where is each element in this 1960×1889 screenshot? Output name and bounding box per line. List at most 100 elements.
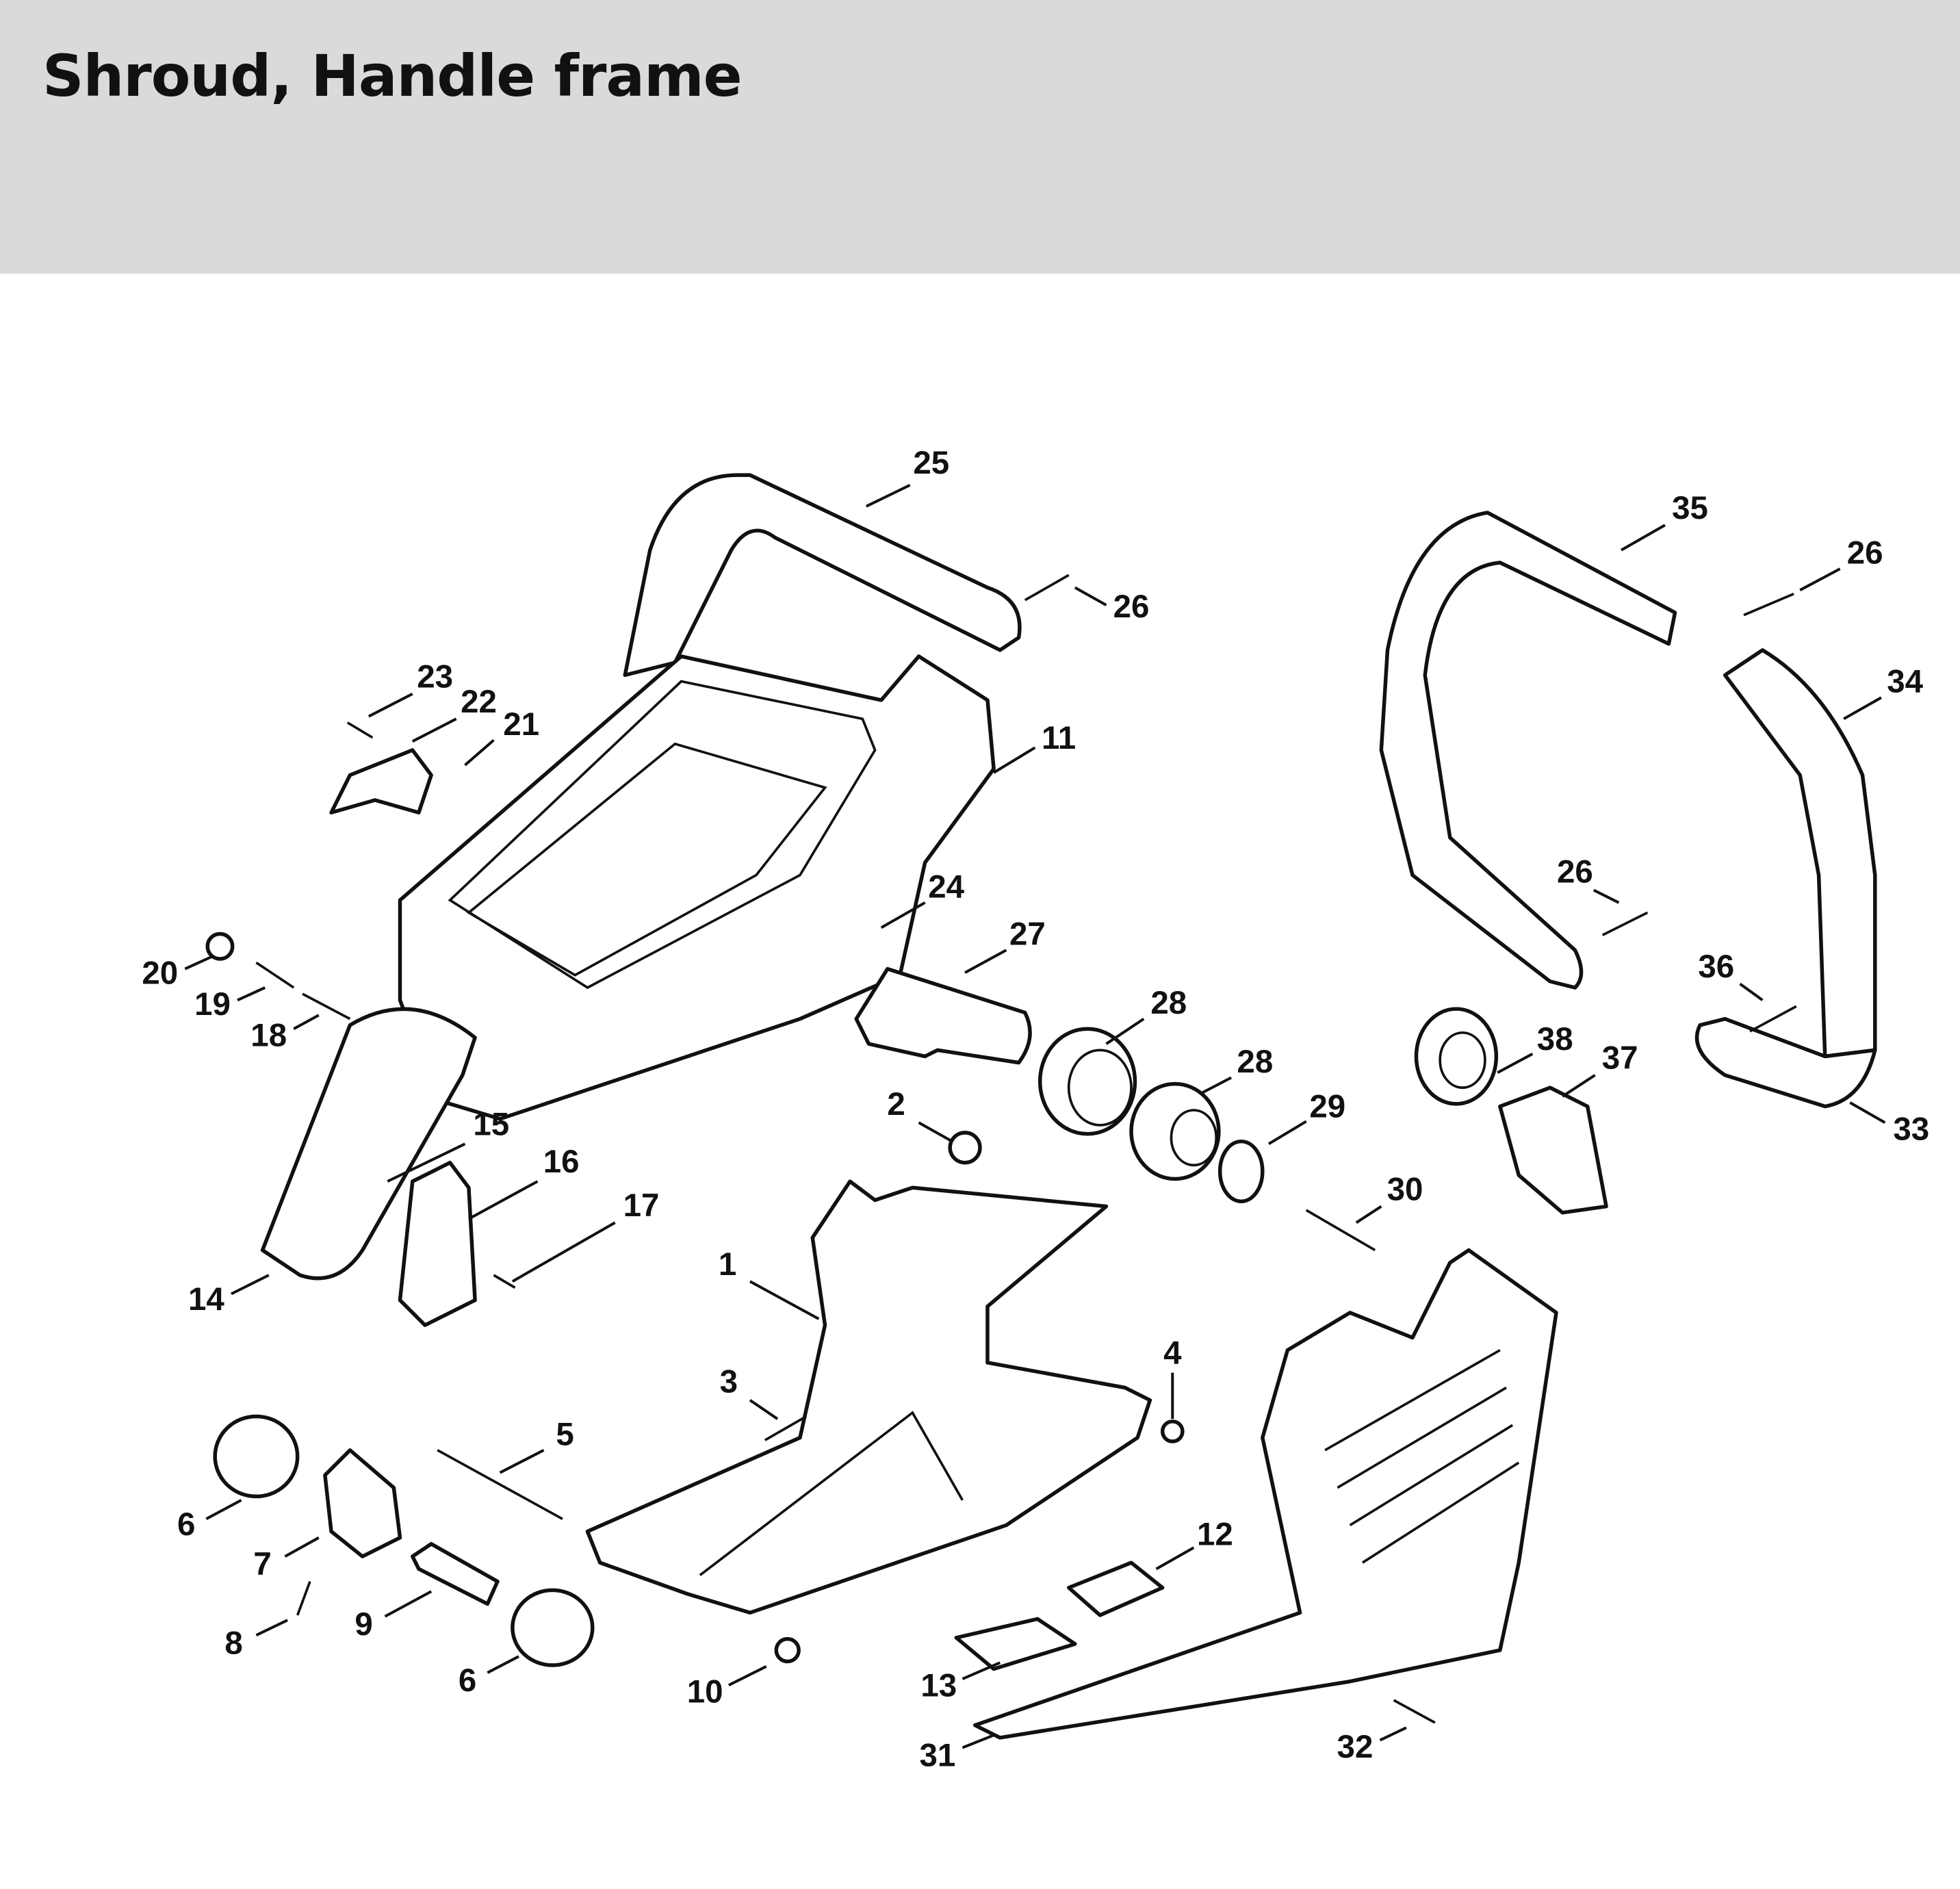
callout-34[interactable]: 34 <box>1887 664 1923 700</box>
callout-4[interactable]: 4 <box>1163 1335 1182 1372</box>
screw-18 <box>302 992 351 1020</box>
leader-line <box>184 955 214 971</box>
callout-18[interactable]: 18 <box>250 1018 287 1054</box>
spring-19 <box>255 961 295 989</box>
screw-26c <box>1601 911 1649 936</box>
callout-37[interactable]: 37 <box>1602 1040 1638 1077</box>
callout-21[interactable]: 21 <box>503 706 539 743</box>
callout-27[interactable]: 27 <box>1009 916 1046 953</box>
callout-10[interactable]: 10 <box>687 1674 723 1710</box>
callout-11[interactable]: 11 <box>1042 720 1076 756</box>
leader-line <box>1739 982 1764 1001</box>
callout-1[interactable]: 1 <box>719 1246 736 1283</box>
leader-line <box>962 1661 1001 1680</box>
shroud-31 <box>972 1248 1558 1740</box>
screw-26a <box>1024 574 1070 602</box>
leader-line <box>1199 1076 1233 1096</box>
leader-line <box>205 1499 242 1521</box>
callout-15[interactable]: 15 <box>473 1106 509 1142</box>
header-bar: Shroud, Handle frame <box>0 0 1960 274</box>
leader-line <box>865 483 911 508</box>
callout-28[interactable]: 28 <box>1150 985 1187 1021</box>
callout-29[interactable]: 29 <box>1309 1089 1345 1125</box>
leader-line <box>411 717 457 743</box>
leader-line <box>1849 1101 1886 1125</box>
leader-line <box>1621 524 1666 552</box>
screw-32 <box>1393 1699 1436 1724</box>
leader-line <box>1799 567 1841 591</box>
callout-24[interactable]: 24 <box>928 869 964 905</box>
leader-line <box>1562 1074 1596 1098</box>
callout-26[interactable]: 26 <box>1557 853 1593 890</box>
leader-line <box>1105 1018 1145 1045</box>
bracket-37 <box>1498 1085 1608 1215</box>
callout-30[interactable]: 30 <box>1387 1171 1423 1207</box>
callout-2[interactable]: 2 <box>887 1086 905 1122</box>
callout-28[interactable]: 28 <box>1237 1044 1273 1080</box>
leader-line <box>255 1619 288 1636</box>
callout-6[interactable]: 6 <box>177 1506 195 1543</box>
callout-26[interactable]: 26 <box>1113 589 1150 625</box>
pin-5 <box>437 1449 563 1520</box>
leader-line <box>237 986 266 1002</box>
leader-line <box>464 738 495 767</box>
page-title: Shroud, Handle frame <box>42 42 743 110</box>
callout-5[interactable]: 5 <box>556 1416 573 1452</box>
sleeve-27 <box>854 966 1032 1065</box>
callout-13[interactable]: 13 <box>920 1667 957 1704</box>
leader-line <box>387 1142 466 1183</box>
callout-33[interactable]: 33 <box>1893 1111 1929 1148</box>
callout-31[interactable]: 31 <box>919 1738 955 1774</box>
callout-25[interactable]: 25 <box>913 445 949 481</box>
leader-line <box>1379 1726 1407 1742</box>
leader-line <box>487 1655 519 1674</box>
lever-22 <box>329 748 433 815</box>
callout-32[interactable]: 32 <box>1337 1729 1374 1765</box>
callout-3[interactable]: 3 <box>720 1364 738 1400</box>
callout-9[interactable]: 9 <box>354 1606 372 1643</box>
leader-line <box>749 1399 779 1420</box>
leader-line <box>993 746 1036 774</box>
callout-12[interactable]: 12 <box>1197 1516 1233 1552</box>
washer-29 <box>1217 1139 1265 1204</box>
leader-line <box>231 1274 270 1296</box>
callout-36[interactable]: 36 <box>1698 949 1734 985</box>
callout-7[interactable]: 7 <box>253 1546 271 1582</box>
handlebar-25 <box>623 473 1022 678</box>
rear-grip-14 <box>260 1007 477 1281</box>
callout-17[interactable]: 17 <box>623 1187 660 1224</box>
callout-26[interactable]: 26 <box>1847 535 1883 571</box>
tube-33 <box>1694 1016 1877 1109</box>
buffer-6a <box>213 1414 300 1499</box>
callout-22[interactable]: 22 <box>461 684 497 720</box>
screw-30 <box>1305 1209 1376 1252</box>
callout-14[interactable]: 14 <box>188 1281 224 1318</box>
screw-26b <box>1743 592 1794 617</box>
leader-line <box>1267 1120 1307 1146</box>
screw-8 <box>296 1580 311 1616</box>
leader-line <box>384 1590 433 1618</box>
callout-20[interactable]: 20 <box>142 955 178 991</box>
front-handle-35 <box>1379 511 1677 990</box>
callout-6[interactable]: 6 <box>459 1662 476 1699</box>
callout-35[interactable]: 35 <box>1672 490 1708 526</box>
buffer-38 <box>1414 1007 1499 1106</box>
callout-23[interactable]: 23 <box>417 658 453 695</box>
leader-line <box>499 1449 545 1474</box>
callout-16[interactable]: 16 <box>543 1144 580 1180</box>
callout-19[interactable]: 19 <box>194 986 231 1023</box>
part-drawings <box>205 473 1877 1740</box>
callout-8[interactable]: 8 <box>224 1625 242 1661</box>
leader-line <box>284 1536 320 1558</box>
housing-7 <box>323 1448 402 1558</box>
leader-line <box>511 1221 616 1283</box>
tube-9 <box>411 1542 500 1606</box>
callout-38[interactable]: 38 <box>1537 1021 1573 1057</box>
screw-36 <box>1749 1005 1797 1033</box>
screw-3 <box>764 1415 808 1441</box>
buffer-28b <box>1129 1081 1221 1181</box>
leader-line <box>293 1014 320 1031</box>
pin-23 <box>346 721 374 739</box>
